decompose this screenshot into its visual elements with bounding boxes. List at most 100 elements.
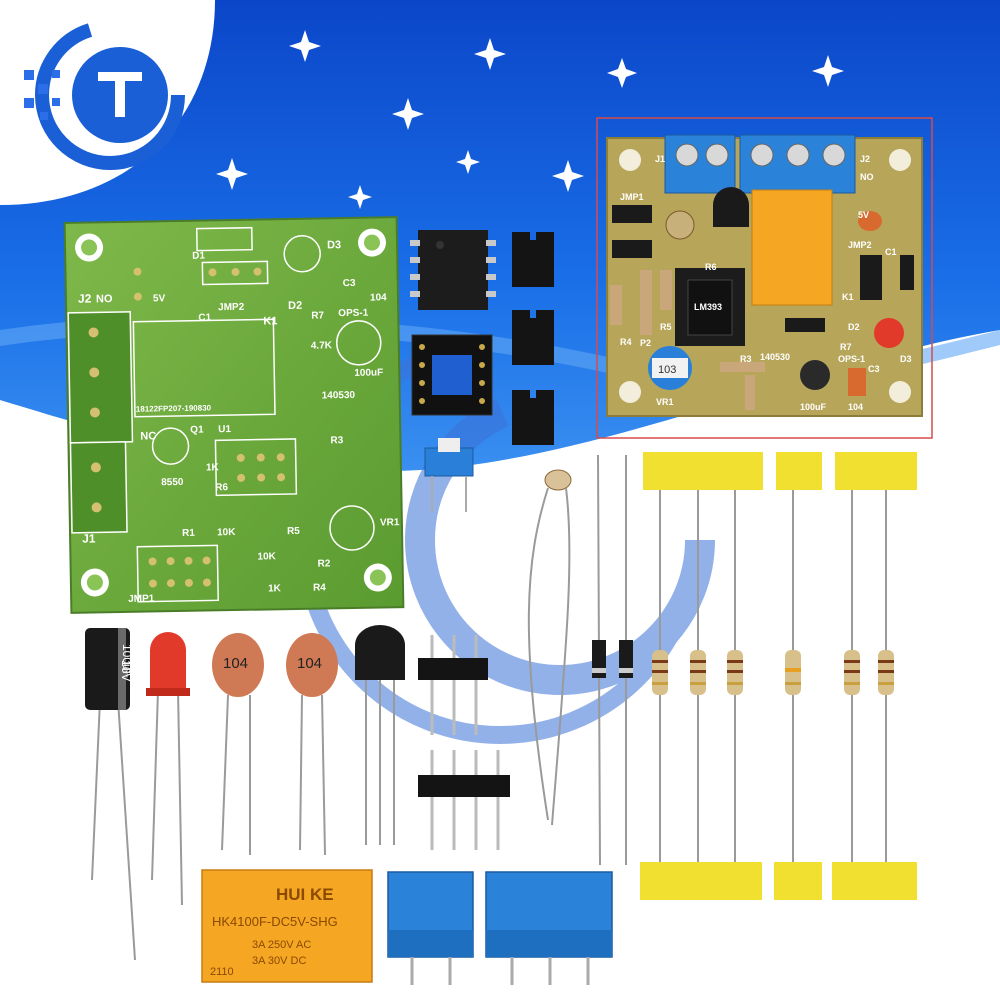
silk-10k-a: 10K	[217, 527, 236, 538]
trimmer-pot	[424, 438, 474, 512]
built-c1: C1	[885, 247, 897, 257]
relay-model: HK4100F-DC5V-SHG	[212, 914, 338, 929]
jumper-caps	[512, 232, 554, 445]
silk-ops: OPS-1	[338, 308, 369, 320]
relay-rating-ac: 3A 250V AC	[252, 939, 311, 951]
built-ic: LM393	[694, 302, 722, 312]
ic-socket	[411, 334, 493, 416]
star-icon	[456, 150, 480, 174]
ceramic-capacitor-a: 104	[212, 633, 264, 855]
relay-brand: HUI KE	[276, 885, 334, 904]
stars	[216, 30, 844, 209]
silk-104: 104	[370, 292, 387, 303]
built-d3: D3	[900, 354, 912, 364]
silk-r2: R2	[318, 558, 331, 569]
silk-serial: 18122FP207-190830	[136, 403, 212, 413]
cap-voltage: 16V	[119, 660, 133, 681]
built-no: NO	[860, 172, 874, 182]
built-code: 140530	[760, 352, 790, 362]
bare-pcb: J2 NO NC J1 K1 D1 D2 D3 C1 C3 Q1 U1 R1 R…	[63, 216, 405, 614]
star-icon	[392, 98, 424, 130]
silk-q1: Q1	[190, 425, 204, 436]
silk-8550: 8550	[161, 477, 184, 488]
silk-jmp1: JMP1	[128, 593, 155, 604]
silk-1k-a: 1K	[206, 462, 220, 473]
photoresistor	[527, 469, 572, 826]
silk-5v: 5V	[153, 293, 166, 304]
terminal-block-3	[485, 871, 613, 985]
built-r5: R5	[660, 322, 672, 332]
pot-label: 103	[658, 364, 676, 376]
relay-date: 2110	[210, 966, 234, 978]
silk-u1: U1	[218, 424, 231, 435]
star-icon	[289, 30, 321, 62]
built-d2: D2	[848, 322, 860, 332]
silk-c3: C3	[343, 278, 356, 289]
silk-d1: D1	[192, 250, 205, 261]
silk-j1: J1	[82, 531, 96, 545]
silk-r7: R7	[311, 310, 324, 321]
silk-d2: D2	[288, 300, 302, 312]
built-j2: J2	[860, 154, 870, 164]
built-jmp2: JMP2	[848, 240, 872, 250]
silk-j2: J2	[78, 291, 92, 305]
silk-vr1: VR1	[380, 517, 400, 528]
resistor-tape	[640, 452, 917, 900]
ceramic-a-label: 104	[223, 655, 248, 672]
terminal-block-2	[387, 871, 474, 985]
transistor	[355, 625, 405, 845]
star-icon	[607, 58, 637, 88]
highlight-frame	[596, 117, 933, 439]
star-icon	[216, 158, 248, 190]
built-p2: P2	[640, 338, 651, 348]
relay: HUI KE HK4100F-DC5V-SHG 3A 250V AC 3A 30…	[201, 869, 373, 983]
banner-wave	[0, 315, 1000, 390]
cap-value: 100uF	[120, 644, 134, 678]
red-led	[146, 632, 190, 906]
silk-nc: NC	[140, 430, 156, 442]
star-icon	[552, 160, 584, 192]
silk-no: NO	[96, 293, 113, 305]
silk-cap: 100uF	[354, 367, 383, 379]
electrolytic-capacitor: 100uF 16V	[85, 628, 136, 961]
silk-c1: C1	[198, 312, 211, 323]
silk-k1: K1	[263, 315, 277, 327]
diodes	[592, 454, 633, 866]
built-104: 104	[848, 402, 863, 412]
silk-code: 140530	[322, 390, 356, 402]
star-icon	[474, 38, 506, 70]
silk-r5: R5	[287, 526, 300, 537]
tc-logo-icon	[24, 20, 185, 170]
silk-r1: R1	[182, 528, 195, 539]
star-icon	[812, 55, 844, 87]
built-r7: R7	[840, 342, 852, 352]
built-r4: R4	[620, 337, 632, 347]
built-ops: OPS-1	[838, 354, 865, 364]
silk-47k: 4.7K	[311, 340, 333, 351]
built-c3: C3	[868, 364, 880, 374]
built-cap: 100uF	[800, 402, 827, 412]
ic-chip	[410, 230, 496, 310]
built-j1: J1	[655, 154, 665, 164]
built-jmp1: JMP1	[620, 192, 644, 202]
pin-header-3	[418, 635, 488, 735]
built-5v: 5V	[858, 210, 869, 220]
built-k1: K1	[842, 292, 854, 302]
built-r6: R6	[705, 262, 717, 272]
silk-1k-b: 1K	[268, 583, 282, 594]
silk-r6: R6	[215, 482, 228, 493]
ceramic-capacitor-b: 104	[286, 633, 338, 856]
relay-rating-dc: 3A 30V DC	[252, 955, 306, 967]
silk-d3: D3	[327, 239, 341, 251]
silk-r3: R3	[330, 435, 343, 446]
silk-jmp2: JMP2	[218, 302, 245, 313]
pin-header-4	[418, 750, 510, 850]
built-r3: R3	[740, 354, 752, 364]
built-pcb: 103 J1 J2 JMP1 JMP2 NO	[606, 134, 923, 417]
built-vr1: VR1	[656, 397, 674, 407]
silk-10k-b: 10K	[257, 551, 276, 562]
silk-r4: R4	[313, 582, 326, 593]
ceramic-b-label: 104	[297, 655, 322, 672]
